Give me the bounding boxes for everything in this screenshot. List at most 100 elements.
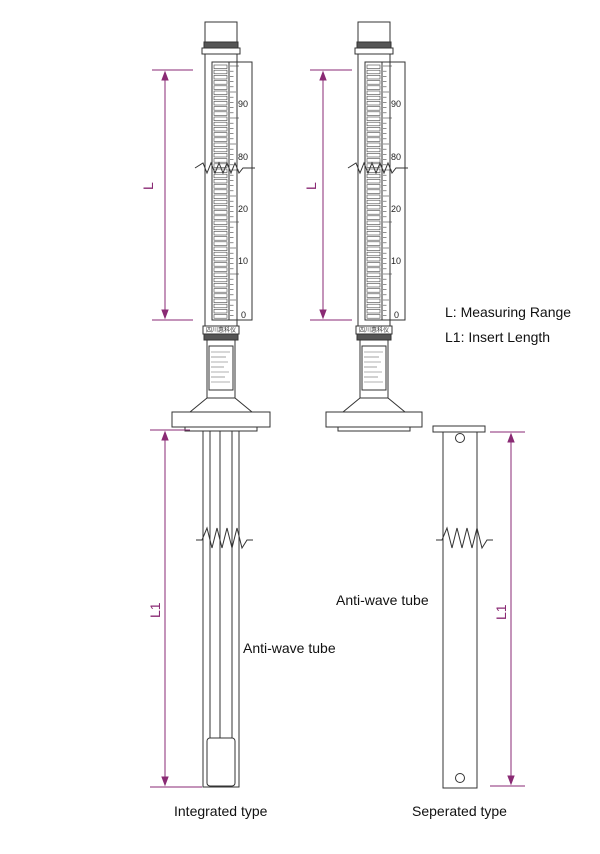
- indicator-flap: [366, 225, 381, 231]
- indicator-flap: [213, 199, 228, 205]
- indicator-flap: [213, 314, 228, 319]
- indicator-flap: [366, 257, 381, 262]
- nameplate-lines-right: [364, 351, 383, 383]
- indicator-flap: [213, 262, 228, 267]
- indicator-flap: [213, 127, 228, 132]
- indicator-flap: [366, 246, 381, 251]
- indicator-flap: [213, 142, 228, 147]
- tick-label-80: 80: [391, 152, 401, 162]
- indicator-flap: [213, 251, 228, 257]
- indicator-flap: [213, 194, 228, 199]
- indicator-flap: [366, 75, 381, 80]
- indicator-flap: [366, 231, 381, 236]
- indicator-flap: [213, 137, 228, 142]
- indicator-flap: [213, 90, 228, 95]
- indicator-flap: [366, 194, 381, 199]
- legend-measuring-range: L: Measuring Range: [445, 304, 572, 320]
- indicator-flap: [366, 85, 381, 90]
- indicator-flap: [366, 179, 381, 184]
- indicator-flap: [366, 251, 381, 257]
- indicator-flap: [366, 137, 381, 142]
- nameplate-text-left: 四川惠科仪: [206, 326, 236, 334]
- indicator-flap: [213, 95, 228, 101]
- indicator-flap: [366, 64, 381, 69]
- tick-label-20: 20: [391, 204, 401, 214]
- dimension-label-l1-right: L1: [493, 604, 509, 620]
- indicator-flap: [213, 173, 228, 179]
- scale-ticks: [230, 65, 239, 316]
- indicator-flap: [213, 106, 228, 111]
- indicator-flap: [213, 277, 228, 283]
- indicator-flap: [366, 241, 381, 246]
- indicator-flap: [366, 184, 381, 189]
- tick-label-80: 80: [238, 152, 248, 162]
- dimension-label-l-left: L: [140, 182, 156, 190]
- nameplate-lines-left: [211, 351, 230, 383]
- indicator-flap: [366, 277, 381, 283]
- indicator-flap: [366, 283, 381, 288]
- nameplate-text-right: 四川惠科仪: [359, 326, 389, 334]
- indicator-flap: [366, 95, 381, 101]
- indicator-flap: [366, 236, 381, 241]
- scale-numbers-left: 90 80 20 10 0: [238, 99, 248, 320]
- indicator-flap-column: [213, 64, 228, 319]
- indicator-flap: [366, 121, 381, 127]
- tick-label-0: 0: [241, 310, 246, 320]
- indicator-flap: [366, 210, 381, 215]
- dimension-l1-left: [150, 429, 202, 788]
- indicator-flap: [366, 111, 381, 116]
- indicator-flap: [366, 101, 381, 106]
- indicator-flap: [366, 127, 381, 132]
- indicator-flap: [213, 272, 228, 277]
- indicator-flap: [213, 158, 228, 163]
- indicator-flap: [213, 184, 228, 189]
- tick-label-10: 10: [238, 256, 248, 266]
- indicator-flap: [213, 132, 228, 137]
- caption-separated-type: Seperated type: [412, 803, 507, 819]
- indicator-flap: [366, 80, 381, 85]
- tick-label-0: 0: [394, 310, 399, 320]
- indicator-flap: [213, 116, 228, 121]
- indicator-flap: [213, 80, 228, 85]
- indicator-flap: [366, 173, 381, 179]
- indicator-flap: [366, 205, 381, 210]
- dimension-l1-right: [490, 431, 525, 787]
- indicator-flap: [366, 147, 381, 153]
- indicator-flap: [366, 116, 381, 121]
- indicator-flap: [213, 101, 228, 106]
- indicator-flap: [366, 158, 381, 163]
- dimension-l-left: [152, 69, 193, 321]
- indicator-flap: [366, 142, 381, 147]
- indicator-flap: [213, 303, 228, 309]
- indicator-flap: [213, 236, 228, 241]
- tick-label-90: 90: [238, 99, 248, 109]
- indicator-flap: [366, 298, 381, 303]
- indicator-flap: [213, 220, 228, 225]
- indicator-flap: [366, 215, 381, 220]
- indicator-flap: [213, 298, 228, 303]
- dimension-label-l-right: L: [303, 182, 319, 190]
- indicator-flap: [366, 106, 381, 111]
- tick-label-90: 90: [391, 99, 401, 109]
- indicator-flap: [213, 241, 228, 246]
- indicator-flap: [366, 90, 381, 95]
- indicator-flap: [366, 189, 381, 194]
- integrated-gauge: [171, 21, 271, 788]
- indicator-flap: [366, 132, 381, 137]
- scale-ticks: [383, 65, 392, 316]
- indicator-flap: [213, 210, 228, 215]
- indicator-flap: [213, 75, 228, 80]
- indicator-flap: [213, 85, 228, 90]
- anti-wave-tube-label-integrated: Anti-wave tube: [243, 640, 336, 656]
- tick-label-20: 20: [238, 204, 248, 214]
- indicator-flap: [213, 205, 228, 210]
- indicator-flap: [213, 179, 228, 184]
- indicator-flap: [213, 215, 228, 220]
- indicator-flap: [366, 314, 381, 319]
- indicator-flap: [366, 69, 381, 75]
- tick-label-10: 10: [391, 256, 401, 266]
- scale-numbers-right: 90 80 20 10 0: [391, 99, 401, 320]
- indicator-flap: [213, 257, 228, 262]
- indicator-flap: [213, 309, 228, 314]
